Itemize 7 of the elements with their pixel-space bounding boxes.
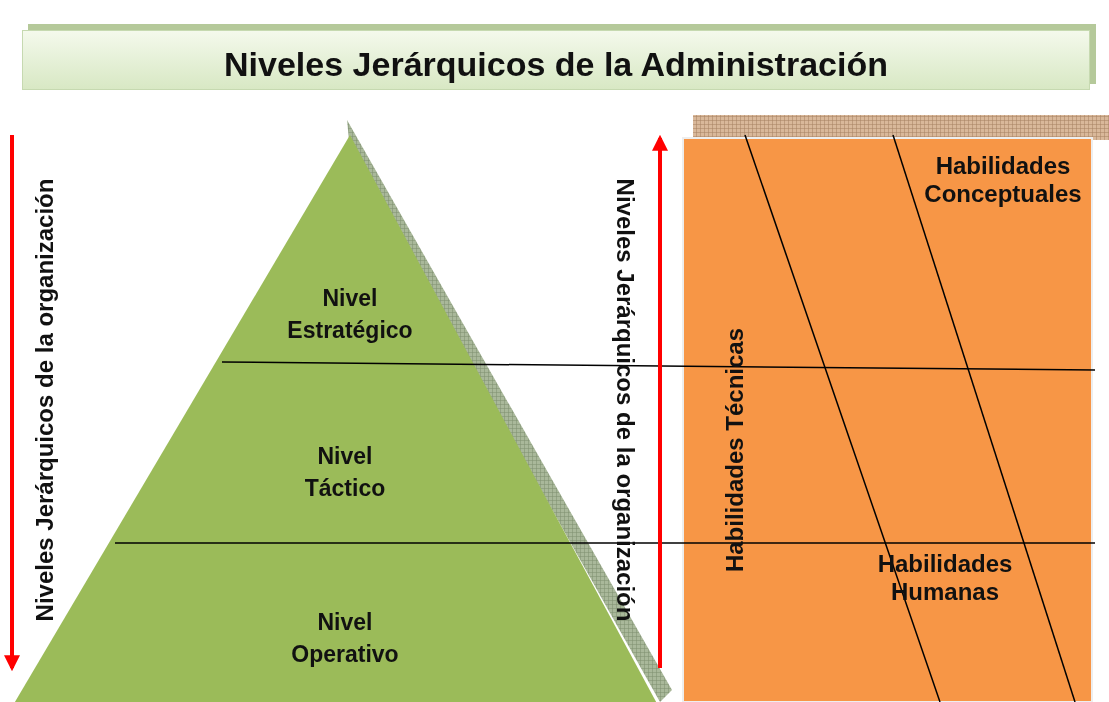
axis-label: Niveles Jerárquicos de la organización [31, 177, 59, 624]
level-label: Nivel Operativo [290, 608, 400, 669]
level-label: Nivel Estratégico [286, 284, 414, 345]
axis-label: Habilidades Técnicas [721, 326, 749, 575]
axis-label: Niveles Jerárquicos de la organización [611, 177, 639, 624]
level-label: Nivel Táctico [303, 442, 387, 503]
skill-label: Habilidades Conceptuales [923, 152, 1083, 208]
